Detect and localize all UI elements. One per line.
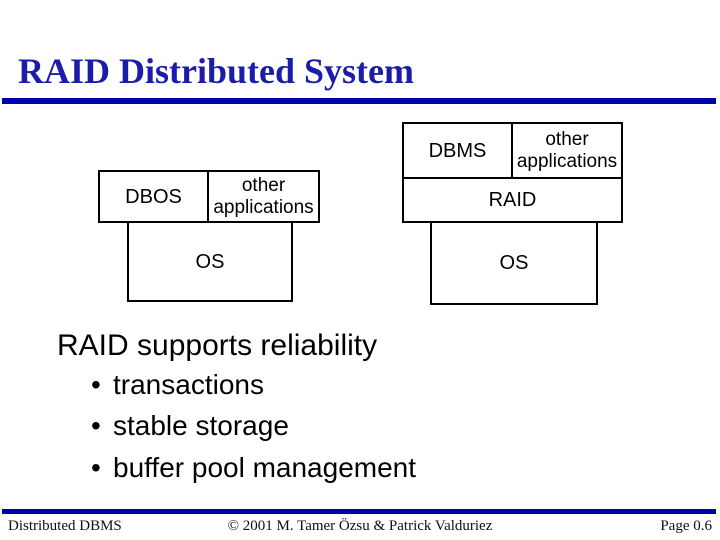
dbms-cell: DBMS xyxy=(404,124,513,177)
dbos-diagram-top-row: DBOS other applications xyxy=(98,170,320,223)
dbos-os-box: OS xyxy=(127,223,293,302)
raid-diagram-top-row: DBMS other applications xyxy=(404,124,621,179)
dbos-cell: DBOS xyxy=(100,172,209,221)
footer-rule xyxy=(2,509,716,514)
footer-copyright: © 2001 M. Tamer Özsu & Patrick Valduriez xyxy=(227,518,493,534)
slide-title: RAID Distributed System xyxy=(18,51,414,91)
bullet-dot-icon: • xyxy=(91,369,101,400)
bullet-item: • stable storage xyxy=(91,409,289,443)
raid-diagram-table: DBMS other applications RAID xyxy=(402,122,623,223)
body-heading: RAID supports reliability xyxy=(57,329,378,362)
bullet-item: • transactions xyxy=(91,368,264,402)
title-underline xyxy=(2,98,716,104)
raid-os-box: OS xyxy=(430,223,598,305)
bullet-text: stable storage xyxy=(113,410,289,441)
bullet-dot-icon: • xyxy=(91,410,101,441)
bullet-text: transactions xyxy=(113,369,264,400)
bullet-item: • buffer pool management xyxy=(91,451,416,485)
dbos-other-applications-cell: other applications xyxy=(213,174,314,218)
bullet-text: buffer pool management xyxy=(113,452,417,483)
bullet-dot-icon: • xyxy=(91,452,101,483)
footer-page-number: Page 0.6 xyxy=(660,518,712,534)
raid-cell: RAID xyxy=(488,189,537,211)
raid-other-applications-cell: other applications xyxy=(516,128,618,172)
footer-book-title: Distributed DBMS xyxy=(8,518,122,534)
